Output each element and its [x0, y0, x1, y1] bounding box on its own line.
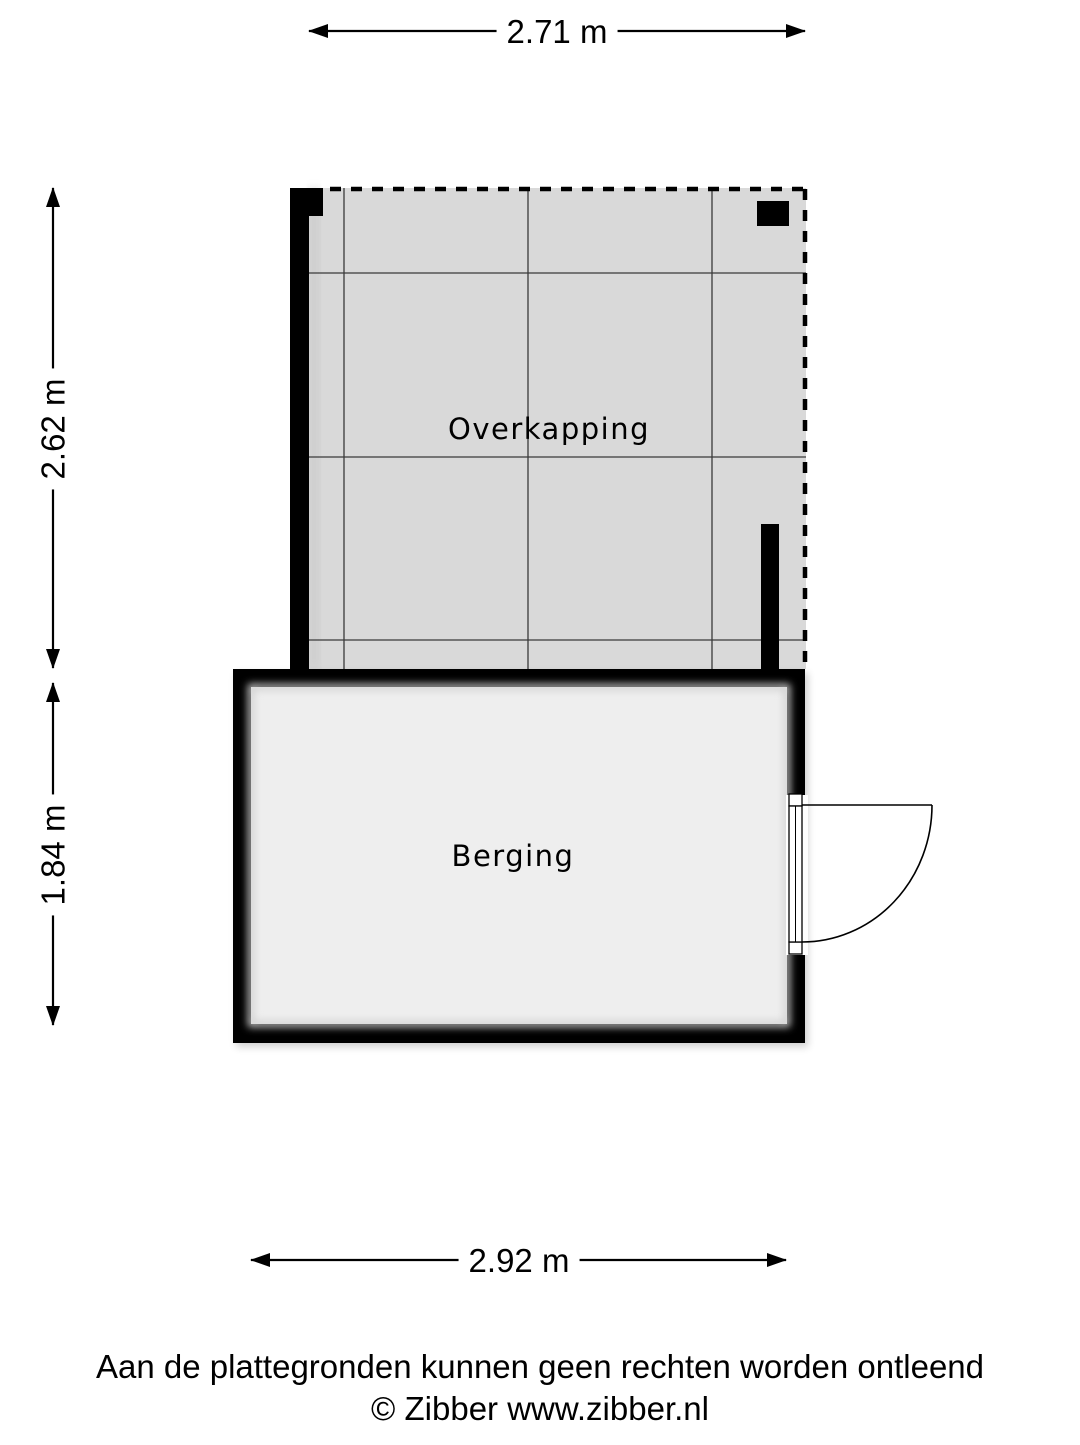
- dimension-left-upper-label: 2.62 m: [35, 368, 72, 490]
- overkapping-right-wall: [761, 524, 779, 670]
- room-label-berging: Berging: [451, 839, 575, 873]
- berging-floor: [251, 687, 787, 1024]
- post-icon: [757, 201, 789, 226]
- floor-grid: [308, 188, 806, 669]
- overkapping-open-edge: [330, 186, 808, 669]
- footer-copyright: © Zibber www.zibber.nl: [371, 1390, 709, 1427]
- dimension-top-label: 2.71 m: [496, 15, 618, 48]
- dimension-left-lower-label: 1.84 m: [35, 794, 72, 916]
- door-swing-icon: [788, 793, 933, 955]
- footer-disclaimer: Aan de plattegronden kunnen geen rechten…: [95, 1348, 985, 1385]
- overkapping-left-wall: [290, 188, 309, 669]
- room-overkapping: [290, 186, 808, 670]
- room-berging: [233, 669, 808, 1047]
- overkapping-floor: [300, 188, 806, 669]
- room-label-overkapping: Overkapping: [448, 412, 650, 446]
- dimension-bottom-label: 2.92 m: [458, 1244, 580, 1277]
